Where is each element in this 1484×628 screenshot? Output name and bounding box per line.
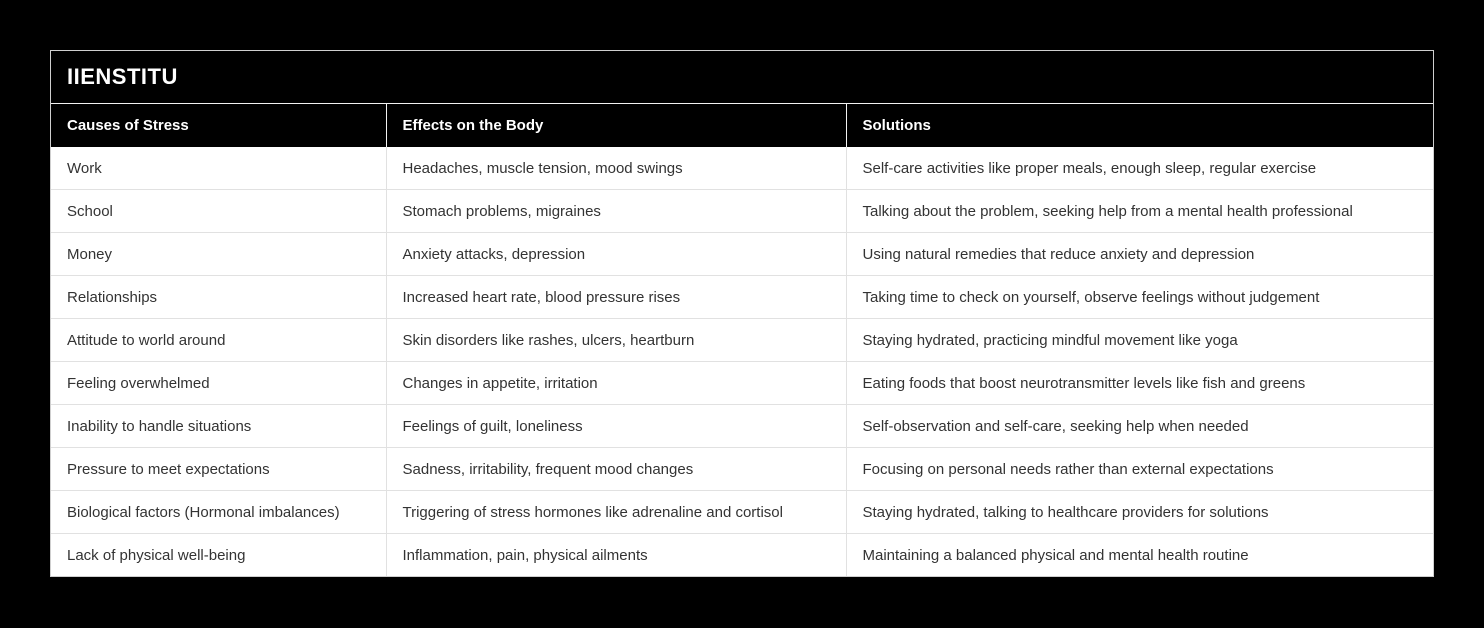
table-cell: Eating foods that boost neurotransmitter…: [845, 361, 1433, 405]
table-cell: Work: [51, 147, 386, 190]
table-cell: Stomach problems, migraines: [385, 189, 846, 233]
table-cell: Sadness, irritability, frequent mood cha…: [385, 447, 846, 491]
table-cell: Staying hydrated, talking to healthcare …: [845, 490, 1433, 534]
table-cell: Self-observation and self-care, seeking …: [845, 404, 1433, 448]
table-cell: Staying hydrated, practicing mindful mov…: [845, 318, 1433, 362]
table-cell: School: [51, 189, 386, 233]
table-cell: Self-care activities like proper meals, …: [845, 147, 1433, 190]
table-cell: Relationships: [51, 275, 386, 319]
table-cell: Inability to handle situations: [51, 404, 386, 448]
column-header-effects-on-body: Effects on the Body: [385, 104, 846, 147]
stress-table-card: IIENSTITU Causes of Stress Effects on th…: [50, 50, 1434, 577]
table-cell: Taking time to check on yourself, observ…: [845, 275, 1433, 319]
table-cell: Inflammation, pain, physical ailments: [385, 533, 846, 576]
table-cell: Skin disorders like rashes, ulcers, hear…: [385, 318, 846, 362]
table-cell: Lack of physical well-being: [51, 533, 386, 576]
table-cell: Triggering of stress hormones like adren…: [385, 490, 846, 534]
table-cell: Headaches, muscle tension, mood swings: [385, 147, 846, 190]
brand-banner: IIENSTITU: [51, 51, 1433, 104]
table-cell: Increased heart rate, blood pressure ris…: [385, 275, 846, 319]
stress-table: Causes of Stress Effects on the Body Sol…: [51, 104, 1433, 576]
table-cell: Maintaining a balanced physical and ment…: [845, 533, 1433, 576]
table-cell: Using natural remedies that reduce anxie…: [845, 232, 1433, 276]
table-cell: Attitude to world around: [51, 318, 386, 362]
column-header-causes-of-stress: Causes of Stress: [51, 104, 386, 147]
table-cell: Anxiety attacks, depression: [385, 232, 846, 276]
table-row: Biological factors (Hormonal imbalances)…: [51, 490, 1433, 534]
table-header-row: Causes of Stress Effects on the Body Sol…: [51, 104, 1433, 147]
column-header-solutions: Solutions: [845, 104, 1433, 147]
table-cell: Pressure to meet expectations: [51, 447, 386, 491]
table-cell: Money: [51, 232, 386, 276]
table-cell: Focusing on personal needs rather than e…: [845, 447, 1433, 491]
table-cell: Feelings of guilt, loneliness: [385, 404, 846, 448]
table-cell: Biological factors (Hormonal imbalances): [51, 490, 386, 534]
table-cell: Talking about the problem, seeking help …: [845, 189, 1433, 233]
table-cell: Changes in appetite, irritation: [385, 361, 846, 405]
table-cell: Feeling overwhelmed: [51, 361, 386, 405]
brand-title: IIENSTITU: [67, 64, 178, 89]
